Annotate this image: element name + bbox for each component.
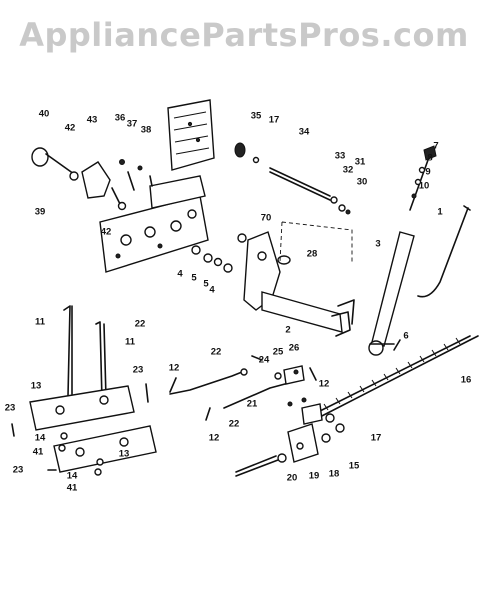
rod-22-upper <box>169 368 248 395</box>
callout-16: 16 <box>461 375 472 386</box>
callout-4-b: 4 <box>209 285 215 296</box>
callout-5-a: 5 <box>191 273 197 284</box>
pins-14-41-23 <box>11 383 149 476</box>
callout-11-b: 11 <box>125 337 136 348</box>
callout-14-a: 14 <box>35 433 46 444</box>
callout-17-top: 17 <box>269 115 280 126</box>
washers-15-17 <box>321 413 345 443</box>
callout-34: 34 <box>299 127 310 138</box>
callout-17-bottom: 17 <box>371 433 382 444</box>
callout-14-b: 14 <box>67 471 78 482</box>
bolt-6 <box>393 339 401 351</box>
watermark: AppliancePartsPros.com <box>19 16 469 54</box>
small-hardware-36-38 <box>119 159 153 191</box>
bracket-18-19 <box>287 397 323 463</box>
small-rods-12 <box>169 377 211 421</box>
callout-42-top: 42 <box>65 123 76 134</box>
callout-10: 10 <box>419 181 430 192</box>
callout-21: 21 <box>247 399 258 410</box>
callout-39: 39 <box>35 207 46 218</box>
spacer-28 <box>277 255 291 265</box>
callout-8: 8 <box>427 153 432 164</box>
callout-24: 24 <box>259 355 270 366</box>
callout-15: 15 <box>349 461 360 472</box>
callout-70: 70 <box>261 213 272 224</box>
callout-13-a: 13 <box>31 381 42 392</box>
callout-12-b: 12 <box>319 379 330 390</box>
callout-41-a: 41 <box>33 447 44 458</box>
callout-7: 7 <box>433 141 438 152</box>
callout-11-a: 11 <box>35 317 46 328</box>
lift-shaft-2 <box>243 231 355 337</box>
callout-40: 40 <box>39 109 50 120</box>
mounting-bracket <box>99 175 209 273</box>
callout-18: 18 <box>329 469 340 480</box>
callout-22-b: 22 <box>211 347 222 358</box>
callout-43: 43 <box>87 115 98 126</box>
lift-knob <box>31 147 79 181</box>
lever-grip-1 <box>417 205 471 298</box>
callout-23-a: 23 <box>133 365 144 376</box>
callout-38: 38 <box>141 125 152 136</box>
small-parts-8-10 <box>411 166 426 199</box>
callout-30: 30 <box>357 177 368 188</box>
lift-arm-13-upper <box>29 385 135 431</box>
callout-1: 1 <box>437 207 443 218</box>
callout-3: 3 <box>375 239 380 250</box>
callout-5-b: 5 <box>203 279 209 290</box>
callout-4-a: 4 <box>177 269 183 280</box>
dashed-guide-28 <box>279 221 353 263</box>
callout-35: 35 <box>251 111 262 122</box>
bolt-20 <box>235 453 287 477</box>
hardware-24-26 <box>251 355 317 385</box>
lift-link-11-b <box>95 321 107 401</box>
callout-41-b: 41 <box>67 483 78 494</box>
callout-37: 37 <box>127 119 138 130</box>
spring-16 <box>313 335 479 421</box>
callout-25: 25 <box>273 347 284 358</box>
callout-23-b: 23 <box>5 403 16 414</box>
callout-42-bottom: 42 <box>101 227 112 238</box>
callout-33: 33 <box>335 151 346 162</box>
callout-labels: 40 42 43 36 37 38 39 42 35 17 34 33 31 3… <box>5 109 472 494</box>
callout-13-b: 13 <box>119 449 130 460</box>
callout-23-c: 23 <box>13 465 24 476</box>
washers-4-5 <box>191 245 233 273</box>
callout-22-c: 22 <box>229 419 240 430</box>
callout-19: 19 <box>309 471 320 482</box>
rod-34 <box>234 142 351 215</box>
callout-31: 31 <box>355 157 366 168</box>
callout-6: 6 <box>403 331 408 342</box>
lift-link-11-a <box>63 305 73 397</box>
callout-32: 32 <box>343 165 354 176</box>
knob-bracket <box>81 161 127 211</box>
dash-panel <box>167 99 215 171</box>
callout-26: 26 <box>289 343 300 354</box>
callout-9: 9 <box>425 167 430 178</box>
callout-28: 28 <box>307 249 318 260</box>
callout-22-a: 22 <box>135 319 146 330</box>
bolt-70 <box>237 233 247 243</box>
callout-36: 36 <box>115 113 126 124</box>
lift-lever-3 <box>368 231 415 356</box>
callout-2: 2 <box>285 325 290 336</box>
callout-12-c: 12 <box>209 433 220 444</box>
callout-20: 20 <box>287 473 298 484</box>
lift-arm-13-lower <box>53 425 157 473</box>
callout-12-a: 12 <box>169 363 180 374</box>
